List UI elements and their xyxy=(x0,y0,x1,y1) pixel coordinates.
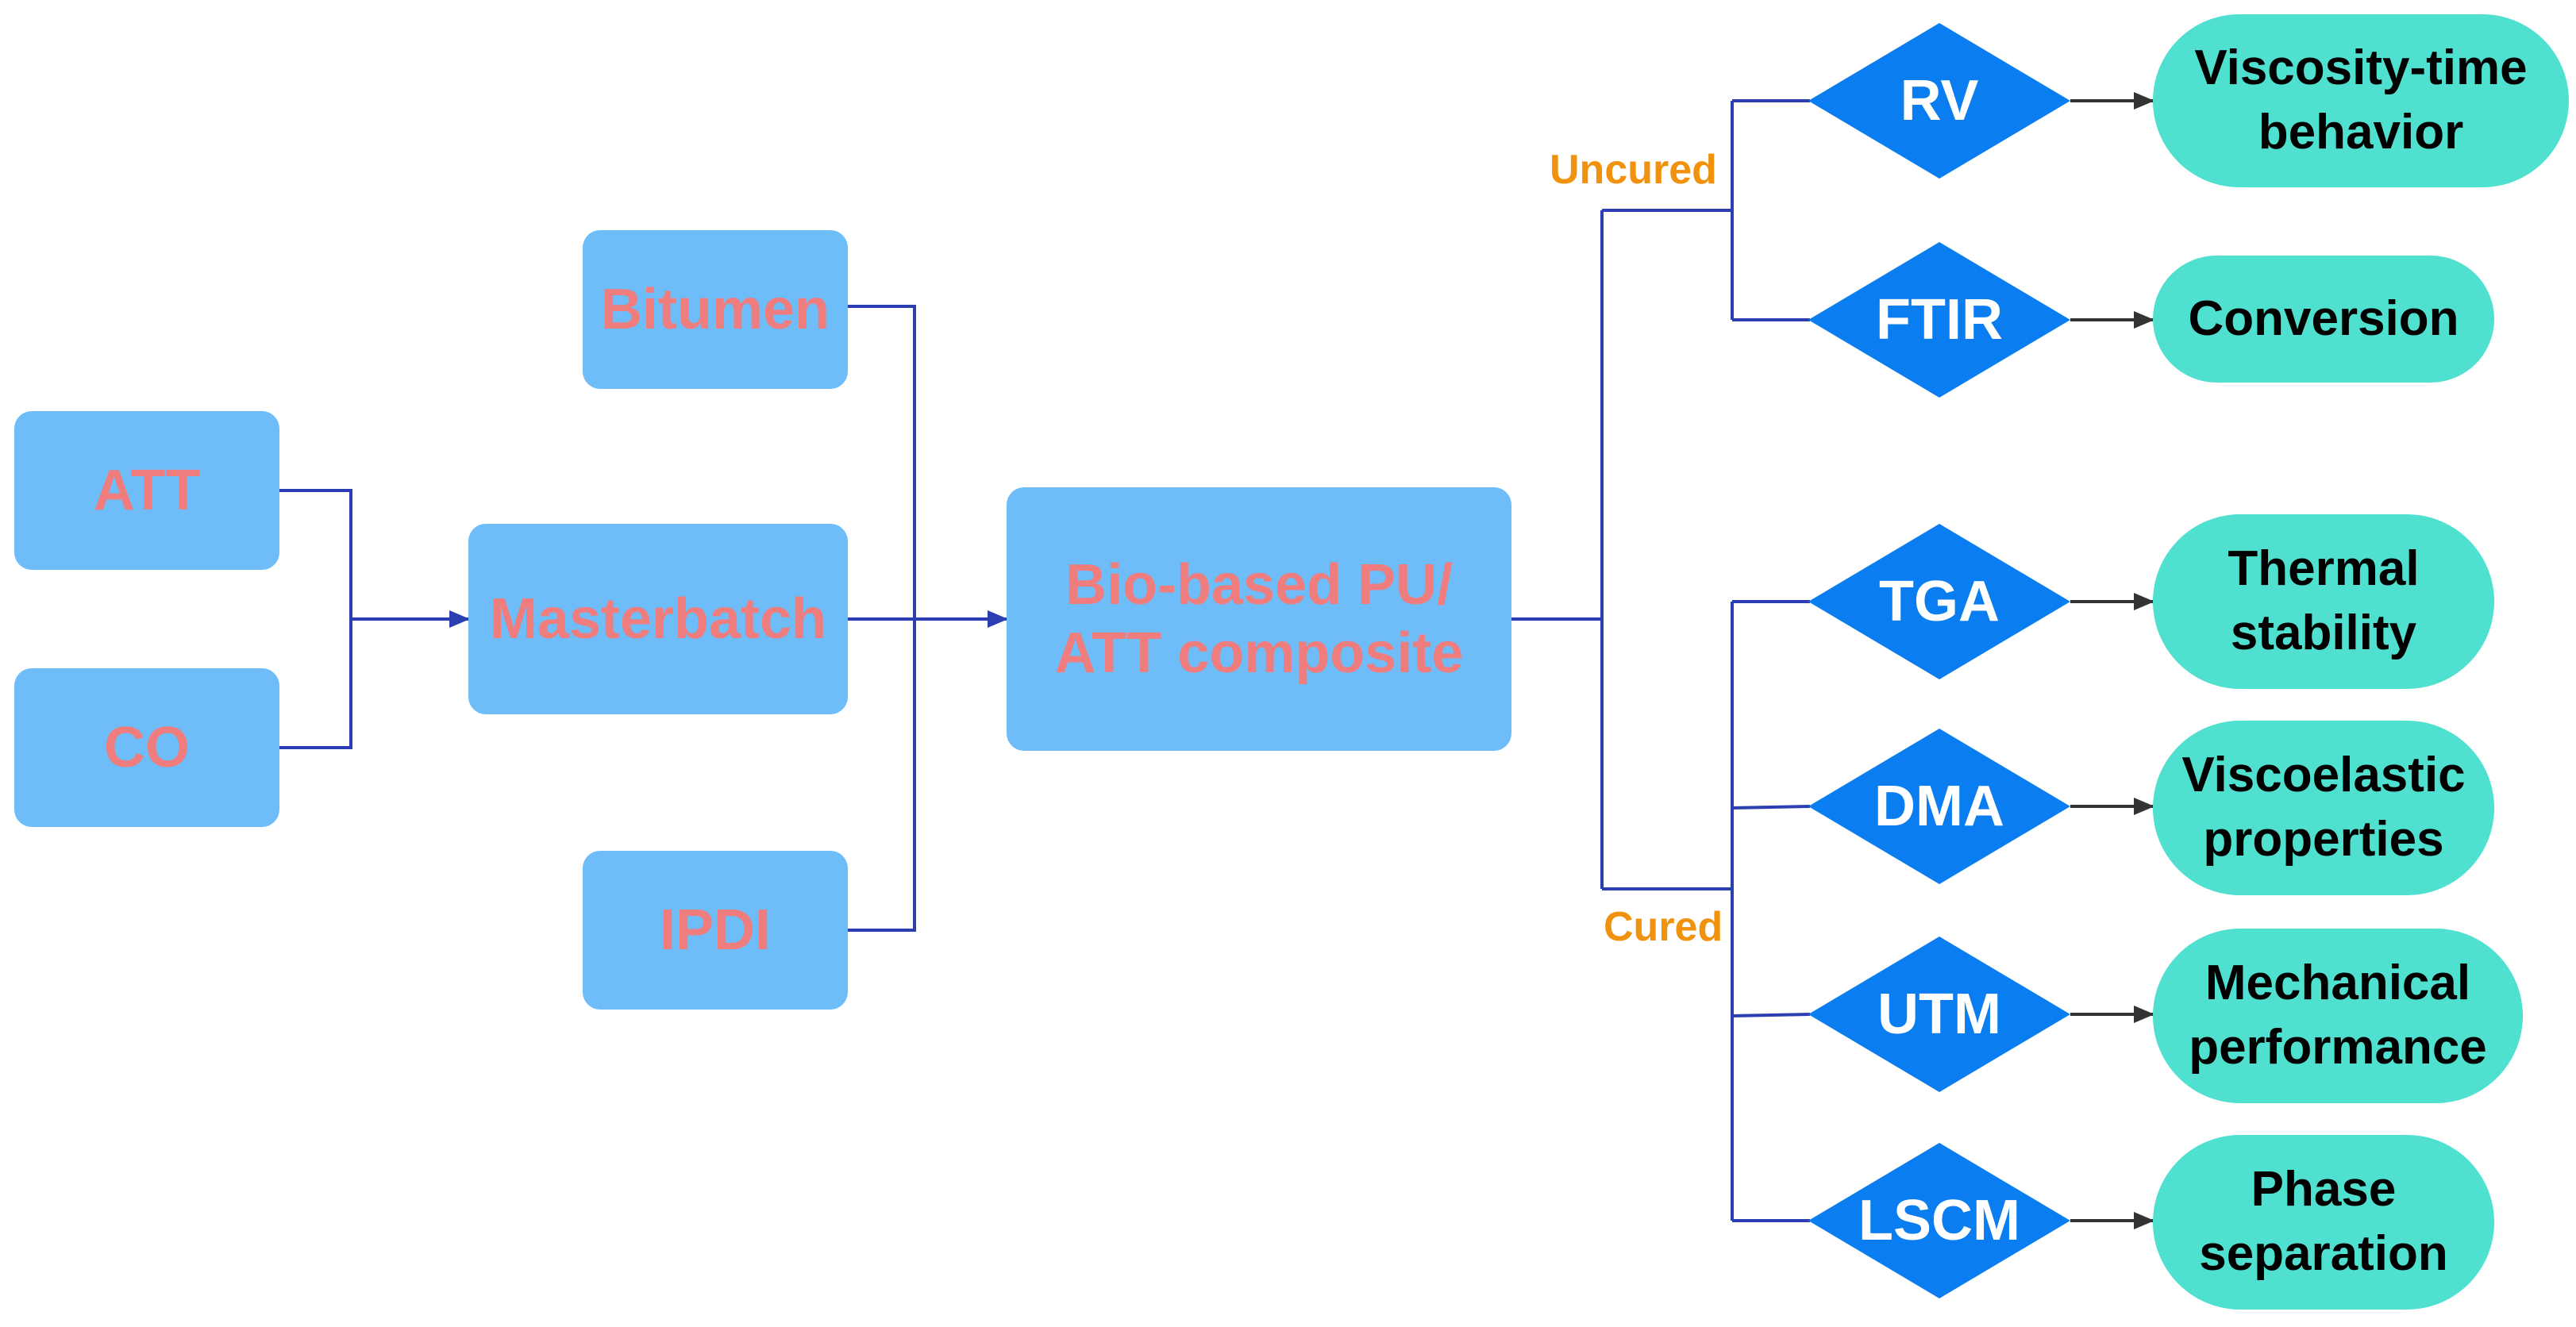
result-viscosity-line1: Viscosity-time xyxy=(2194,40,2528,96)
method-lscm: LSCM xyxy=(1858,1189,2020,1252)
method-ftir: FTIR xyxy=(1876,288,2003,352)
diamond-rv xyxy=(1808,23,2070,179)
box-composite: Bio-based PU/ ATT composite xyxy=(1007,487,1511,751)
connector-branches xyxy=(1511,99,1811,1222)
diamond-utm xyxy=(1808,937,2070,1092)
box-att: ATT xyxy=(14,411,279,570)
result-viscoelastic: Viscoelastic properties xyxy=(2153,721,2494,895)
result-arrows xyxy=(2070,92,2154,1229)
result-mechanical: Mechanical performance xyxy=(2153,929,2523,1103)
result-phase: Phase separation xyxy=(2153,1135,2494,1310)
composite-line2: ATT composite xyxy=(1054,621,1464,685)
diamonds xyxy=(1808,23,2070,1298)
result-thermal-line2: stability xyxy=(2230,606,2417,660)
diamond-dma xyxy=(1808,729,2070,884)
branch-label-uncured: Uncured xyxy=(1550,147,1717,193)
result-conversion-line1: Conversion xyxy=(2188,290,2459,346)
result-viscoelastic-line1: Viscoelastic xyxy=(2181,748,2466,803)
box-masterbatch-label: Masterbatch xyxy=(489,587,827,651)
diamond-ftir xyxy=(1808,242,2070,398)
result-thermal: Thermal stability xyxy=(2153,514,2494,689)
result-mechanical-line2: performance xyxy=(2189,1020,2487,1075)
box-co: CO xyxy=(14,668,279,827)
diamond-tga xyxy=(1808,524,2070,679)
result-phase-line1: Phase xyxy=(2251,1162,2397,1217)
box-bitumen-label: Bitumen xyxy=(601,277,830,341)
box-ipdi-label: IPDI xyxy=(659,898,772,962)
result-viscosity: Viscosity-time behavior xyxy=(2153,14,2569,187)
diamond-lscm xyxy=(1808,1143,2070,1298)
box-att-label: ATT xyxy=(93,458,201,522)
box-ipdi: IPDI xyxy=(583,851,848,1010)
box-masterbatch: Masterbatch xyxy=(468,524,848,714)
result-phase-line2: separation xyxy=(2199,1226,2448,1281)
result-viscoelastic-line2: properties xyxy=(2203,812,2444,867)
box-co-label: CO xyxy=(104,715,190,779)
method-tga: TGA xyxy=(1879,570,2000,633)
composite-line1: Bio-based PU/ xyxy=(1065,552,1454,617)
method-rv: RV xyxy=(1900,69,1979,133)
connector-att-co xyxy=(279,489,470,749)
result-conversion: Conversion xyxy=(2153,256,2494,383)
method-dma: DMA xyxy=(1874,775,2004,838)
result-viscosity-line2: behavior xyxy=(2258,105,2464,160)
result-thermal-line1: Thermal xyxy=(2228,541,2420,597)
branch-label-cured: Cured xyxy=(1604,904,1723,950)
connector-to-composite xyxy=(848,305,1008,932)
method-utm: UTM xyxy=(1877,983,2001,1046)
box-bitumen: Bitumen xyxy=(583,230,848,389)
result-mechanical-line1: Mechanical xyxy=(2204,956,2471,1011)
